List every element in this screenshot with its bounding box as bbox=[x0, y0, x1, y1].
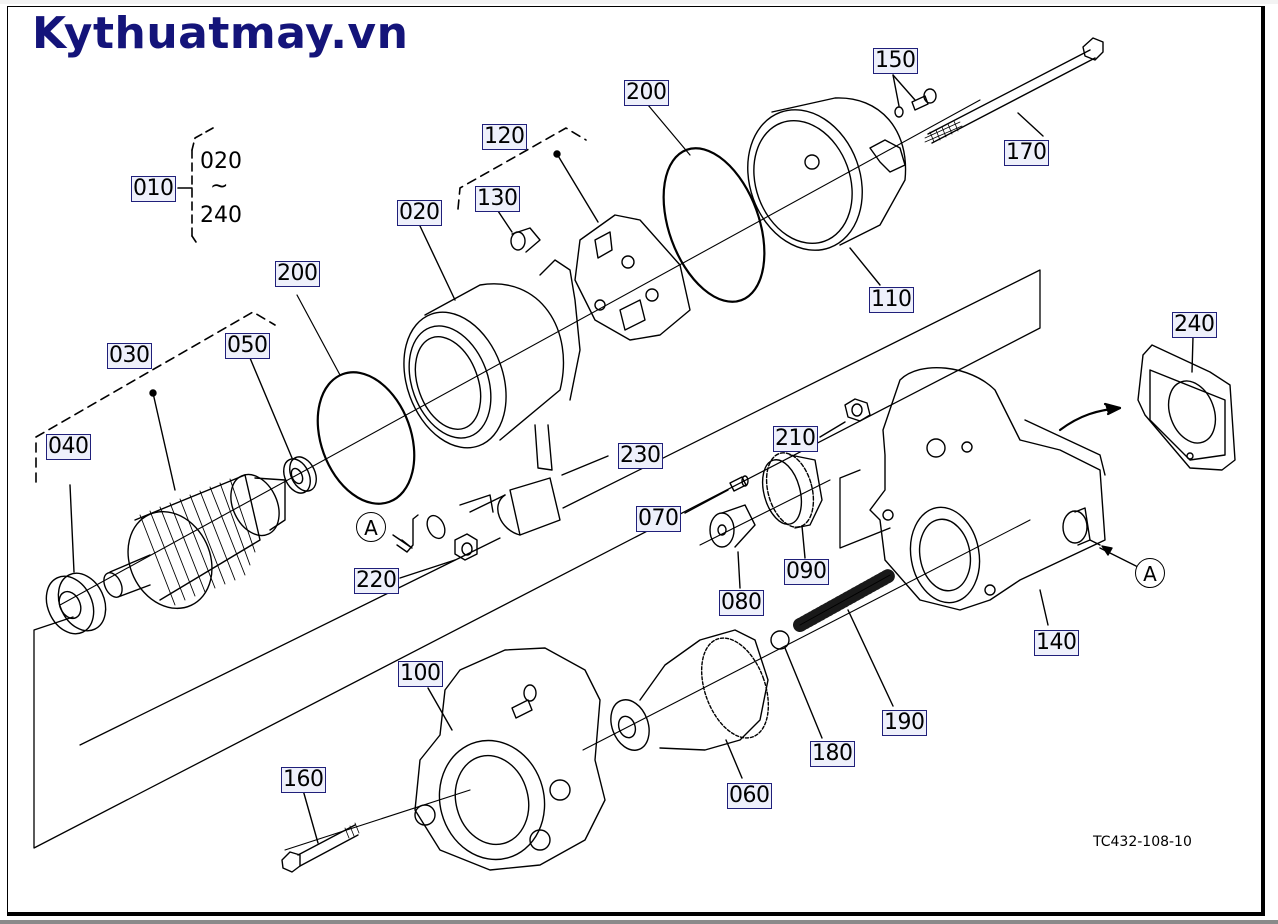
part-140-housing bbox=[869, 367, 1106, 626]
part-080-retainer bbox=[709, 504, 756, 589]
label-110[interactable]: 110 bbox=[869, 287, 914, 313]
part-060-clutch bbox=[610, 629, 770, 779]
callout-a-right: A bbox=[1135, 558, 1165, 588]
part-190-spring bbox=[793, 568, 897, 707]
assembly-frame-lines bbox=[33, 269, 1041, 849]
label-020[interactable]: 020 bbox=[397, 200, 442, 226]
part-160-bolt bbox=[281, 789, 360, 873]
label-160[interactable]: 160 bbox=[281, 767, 326, 793]
label-180[interactable]: 180 bbox=[810, 741, 855, 767]
label-090[interactable]: 090 bbox=[784, 559, 829, 585]
part-200-oring-endframe bbox=[647, 104, 766, 303]
range-to: 240 bbox=[200, 203, 242, 228]
label-100[interactable]: 100 bbox=[398, 661, 443, 687]
part-030-armature bbox=[103, 473, 286, 610]
range-tilde: ~ bbox=[210, 174, 229, 199]
part-040-bearing bbox=[45, 484, 107, 635]
label-200-yoke[interactable]: 200 bbox=[275, 261, 320, 287]
part-210-nut bbox=[819, 398, 871, 438]
label-200-endframe[interactable]: 200 bbox=[624, 80, 669, 106]
label-120[interactable]: 120 bbox=[482, 124, 527, 150]
armature-bracket bbox=[35, 311, 276, 483]
arrow-to-terminal bbox=[392, 534, 1139, 568]
part-130-spring bbox=[495, 207, 541, 253]
part-240-gasket bbox=[1137, 336, 1236, 471]
label-030[interactable]: 030 bbox=[107, 343, 152, 369]
label-240[interactable]: 240 bbox=[1172, 312, 1217, 338]
part-150-screw bbox=[892, 74, 937, 118]
part-020-yoke bbox=[403, 225, 609, 536]
part-110-end-frame bbox=[747, 97, 907, 286]
label-170[interactable]: 170 bbox=[1004, 140, 1049, 166]
label-050[interactable]: 050 bbox=[225, 333, 270, 359]
label-060[interactable]: 060 bbox=[727, 783, 772, 809]
label-190[interactable]: 190 bbox=[882, 710, 927, 736]
page-edge-top bbox=[0, 0, 1278, 4]
part-100-drive-housing bbox=[414, 647, 606, 871]
part-200-oring-yoke bbox=[296, 294, 416, 505]
label-210[interactable]: 210 bbox=[773, 426, 818, 452]
label-080[interactable]: 080 bbox=[719, 590, 764, 616]
part-090-gear bbox=[761, 452, 823, 559]
centerlines bbox=[59, 99, 1031, 851]
watermark-logo: Kythuatmay.vn bbox=[32, 8, 409, 59]
part-050-bearing bbox=[249, 357, 317, 494]
part-120-brush-holder bbox=[574, 214, 691, 341]
label-040[interactable]: 040 bbox=[46, 434, 91, 460]
assembly-bracket bbox=[177, 127, 214, 243]
label-230[interactable]: 230 bbox=[618, 443, 663, 469]
label-130[interactable]: 130 bbox=[475, 186, 520, 212]
part-220-nut bbox=[396, 514, 478, 579]
leader-120 bbox=[556, 153, 599, 223]
page-edge-bottom bbox=[0, 920, 1278, 924]
label-220[interactable]: 220 bbox=[354, 568, 399, 594]
leader-030 bbox=[152, 392, 176, 491]
drawing-code: TC432-108-10 bbox=[1093, 834, 1192, 850]
part-170-through-bolt bbox=[924, 37, 1104, 144]
label-070[interactable]: 070 bbox=[636, 506, 681, 532]
part-070-roller bbox=[684, 475, 749, 514]
range-from: 020 bbox=[200, 149, 242, 174]
curved-arrow bbox=[1058, 402, 1122, 432]
label-010[interactable]: 010 bbox=[131, 176, 176, 202]
callout-a-left: A bbox=[356, 512, 386, 542]
label-140[interactable]: 140 bbox=[1034, 630, 1079, 656]
part-180-ball bbox=[770, 630, 823, 739]
label-150[interactable]: 150 bbox=[873, 48, 918, 74]
brush-holder-bracket bbox=[457, 127, 587, 210]
